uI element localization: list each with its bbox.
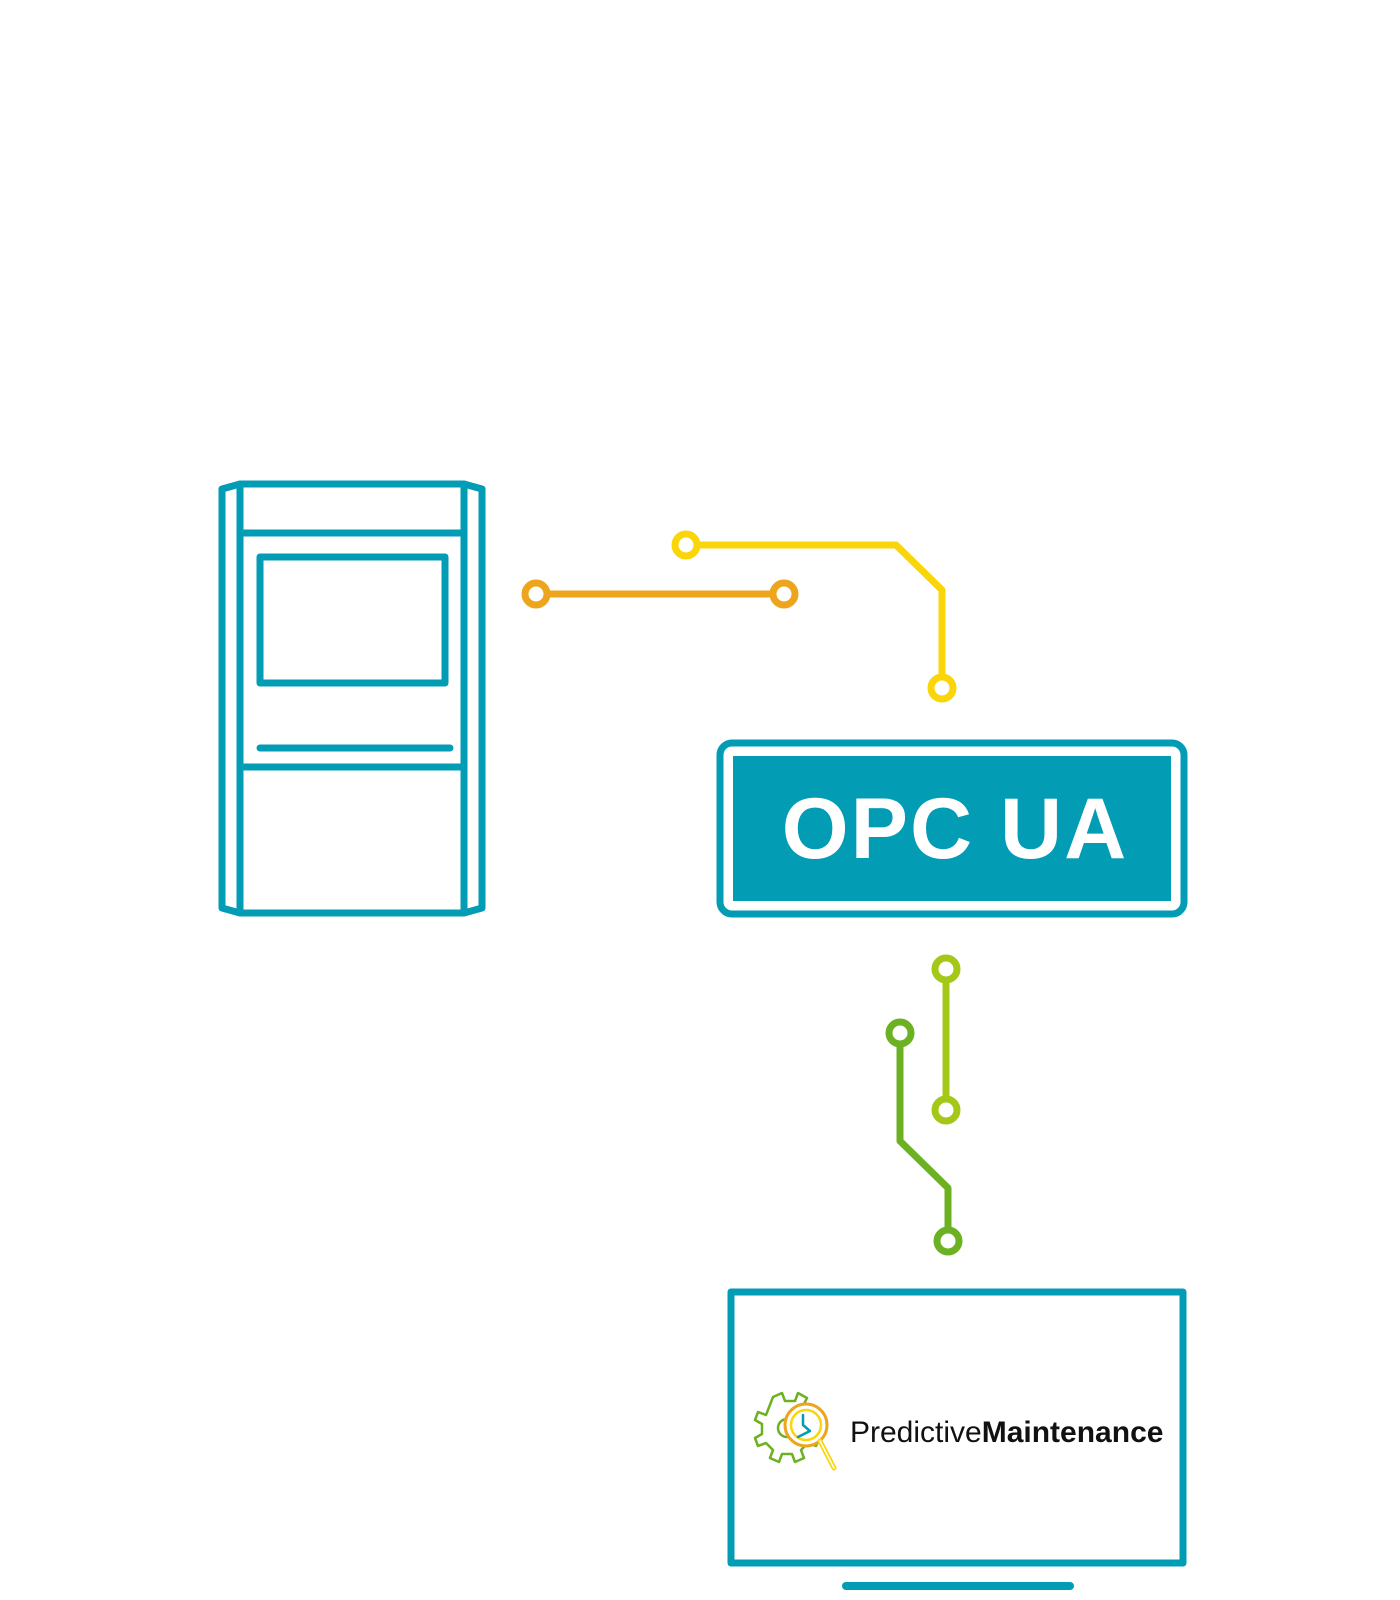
cabinet-outline [218,480,486,917]
connector-lime [931,954,961,1125]
cabinet-screen [256,553,449,687]
logo-text-bold: Maintenance [982,1416,1164,1449]
connector-green [885,1018,963,1256]
connector-node-start [931,954,961,984]
opc-ua-label: OPC UA [782,781,1128,877]
opc-ua-box: OPC UA [716,739,1188,918]
connector-node-start [521,579,551,609]
connector-orange [521,579,799,609]
gear-magnifier-icon [753,1391,837,1471]
connector-node-end [931,1095,961,1125]
connector-node-end [933,1226,963,1256]
svg-text:PredictiveMaintenance: PredictiveMaintenance [850,1416,1163,1449]
connector-node-start [671,530,701,560]
machine-cabinet-icon [218,480,486,917]
connector-node-end [769,579,799,609]
predictive-maintenance-logo: PredictiveMaintenance [753,1391,1163,1471]
connector-yellow [671,530,957,703]
logo-text-light: Predictive [850,1416,982,1449]
connector-node-end [927,673,957,703]
connector-node-start [885,1018,915,1048]
